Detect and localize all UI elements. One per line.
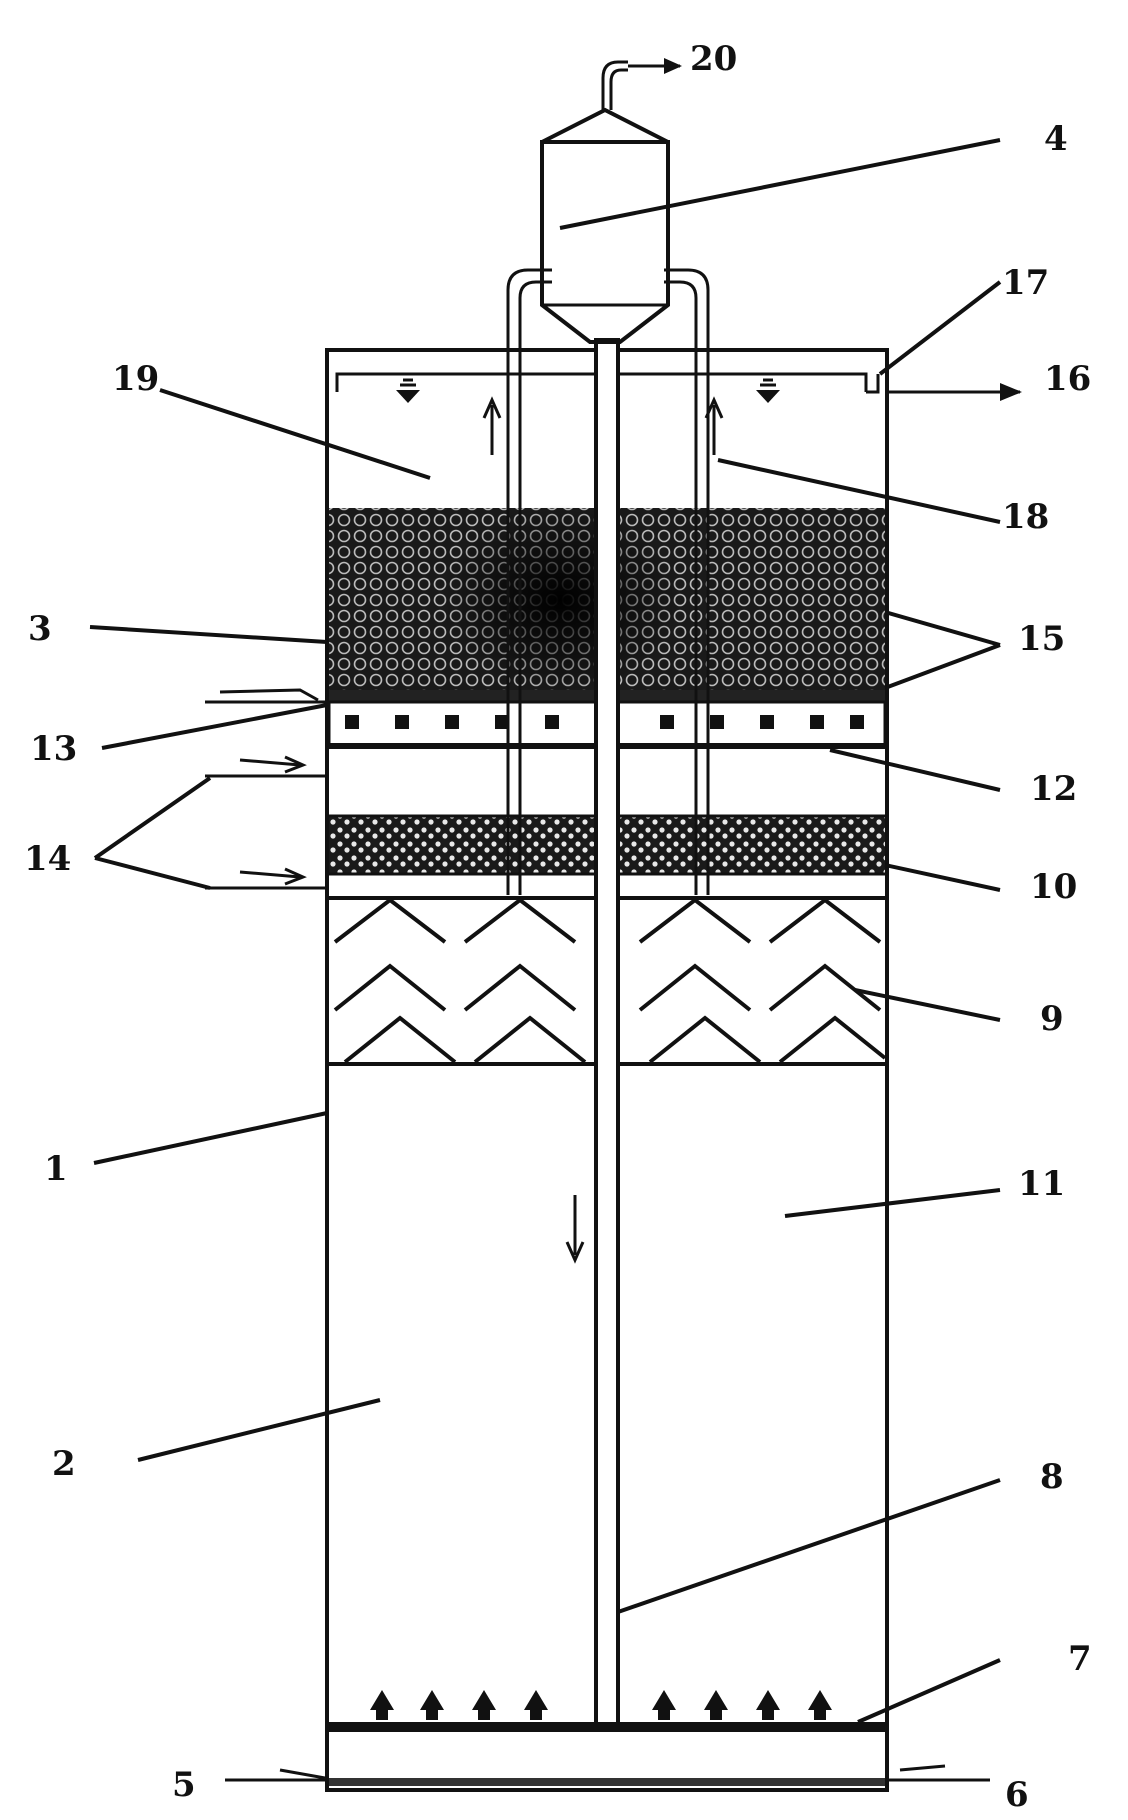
bottom-diffuser <box>329 1690 885 1732</box>
horizontal-arrow-icon <box>205 755 326 778</box>
label-12: 12 <box>1030 769 1077 809</box>
bottom-inlet-pipes <box>225 1764 990 1786</box>
gas-separator-vessel <box>540 60 670 344</box>
label-1: 1 <box>44 1149 68 1189</box>
horizontal-arrow-icon <box>205 688 326 704</box>
label-7: 7 <box>1068 1639 1092 1679</box>
label-10: 10 <box>1030 867 1077 907</box>
part-labels: 1 2 3 4 5 6 7 8 9 10 11 12 13 14 15 16 1… <box>24 39 1092 1815</box>
horizontal-arrow-icon <box>205 867 326 890</box>
label-3: 3 <box>28 609 52 649</box>
label-13: 13 <box>30 729 77 769</box>
vertical-arrow-icon <box>565 1195 585 1264</box>
diffuser-nozzle-icon <box>370 1690 832 1720</box>
label-19: 19 <box>112 359 159 399</box>
label-2: 2 <box>52 1444 76 1484</box>
water-level-marker-icon <box>756 378 780 403</box>
label-8: 8 <box>1040 1457 1064 1497</box>
label-14: 14 <box>24 839 71 879</box>
gas-riser-pipes <box>506 268 710 895</box>
label-16: 16 <box>1044 359 1091 399</box>
label-9: 9 <box>1040 999 1064 1039</box>
horizontal-arrow-icon <box>628 58 682 74</box>
label-20: 20 <box>690 39 737 79</box>
vertical-arrow-icon <box>704 396 724 455</box>
label-15: 15 <box>1018 619 1065 659</box>
label-11: 11 <box>1018 1164 1065 1204</box>
label-4: 4 <box>1044 119 1068 159</box>
label-6: 6 <box>1005 1775 1029 1815</box>
horizontal-arrow-icon <box>888 383 1022 401</box>
water-level-marker-icon <box>396 378 420 403</box>
label-18: 18 <box>1002 497 1049 537</box>
plate-nozzles <box>345 715 864 729</box>
leader-lines <box>89 138 1002 1724</box>
vertical-arrow-icon <box>482 396 502 455</box>
label-17: 17 <box>1002 263 1049 303</box>
label-5: 5 <box>172 1765 196 1805</box>
central-downcomer-pipe <box>594 338 620 1732</box>
